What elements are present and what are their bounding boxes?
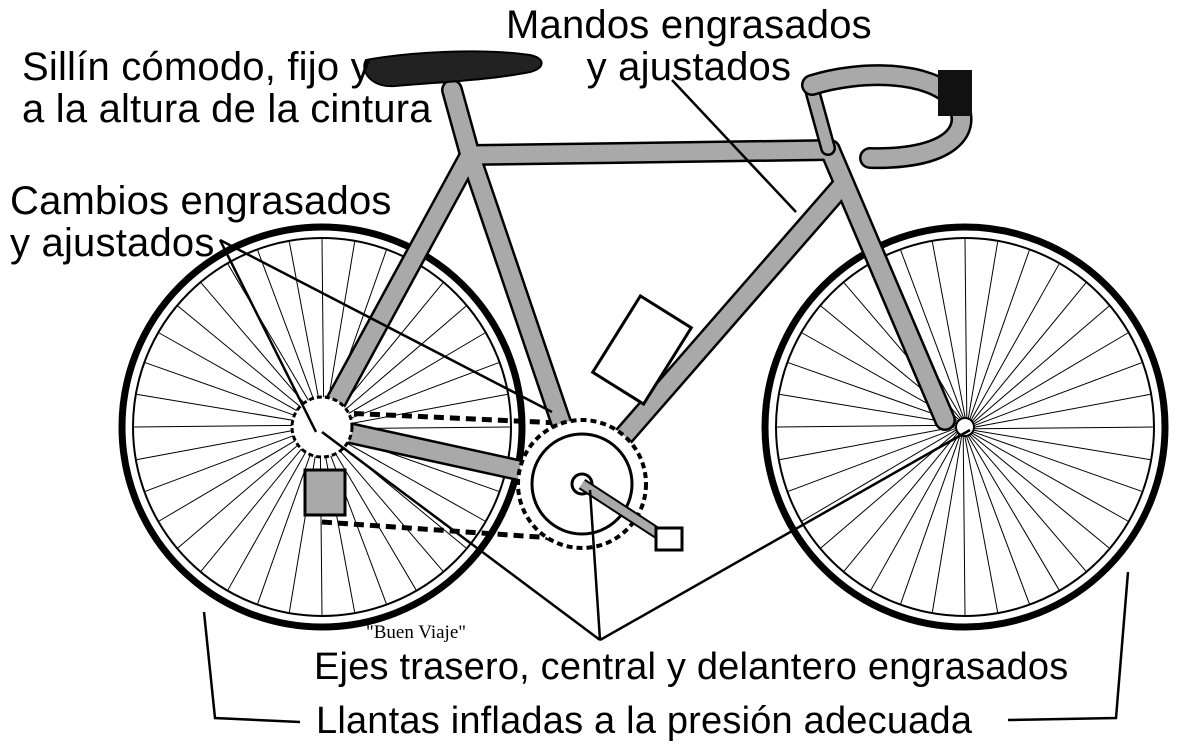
spoke [145,362,315,423]
spoke [200,432,316,572]
spoke [788,362,958,423]
spoke [321,238,325,419]
spoke [968,434,1087,572]
spoke [257,434,318,604]
spoke [177,430,315,549]
spoke [971,432,1129,522]
spoke [973,393,1151,428]
spoke [329,305,467,424]
spoke [158,429,314,522]
spoke [288,435,320,613]
axles-label: Ejes trasero, central y delantero engras… [314,646,1069,688]
spoke [973,426,1154,430]
rear-tire [118,223,526,631]
spoke [788,427,957,492]
spoke [962,435,966,616]
leader-lines [202,79,1130,724]
spoke [965,435,1030,604]
spoke [967,435,1060,591]
spoke [328,432,486,522]
controls-label-line1: Mandos engrasados [506,3,872,47]
saddle-label-line1: Sillín cómodo, fijo y [22,45,371,89]
gears-label-line2: y ajustados [10,221,215,265]
front-rim [775,237,1155,617]
spoke [330,332,486,425]
water-bottle [590,293,694,407]
spoke [964,435,999,613]
spoke [158,332,316,422]
bike-frame [311,79,956,495]
spoke [177,305,317,421]
spoke [776,424,957,428]
spoke [973,362,1142,427]
spoke [227,263,320,419]
spoke [136,393,314,425]
spoke [972,431,1142,492]
chain [321,409,583,543]
spoke [136,426,314,461]
spoke [973,429,1151,461]
saddle-label: Sillín cómodo, fijo y a la altura de la … [22,46,432,130]
gears-label: Cambios engrasados y ajustados [10,180,392,264]
spoke [971,282,1087,422]
front-wheel [761,223,1169,631]
saddle-label-line2: a la altura de la cintura [22,87,432,131]
tires-label: Llantas infladas a la presión adecuada [316,700,973,742]
spoke [843,432,959,572]
caption-label: "Buen Viaje" [366,622,467,643]
spoke [931,241,966,419]
spoke [319,435,323,616]
spoke [330,393,508,428]
saddle [363,50,543,88]
spoke [257,250,322,419]
spoke [324,435,417,591]
spoke [970,263,1060,421]
rear-rim [132,237,512,617]
spoke [972,305,1110,424]
spoke [779,426,957,461]
spoke [870,433,960,591]
spoke [288,241,323,419]
spoke [227,433,317,591]
spoke [145,427,314,492]
chainring [516,418,684,552]
spoke [973,332,1129,425]
spoke [325,434,444,572]
spoke [801,429,957,522]
rear-derailleur [290,395,354,517]
spoke [900,250,965,419]
spoke [931,435,963,613]
controls-label-line2: y ajustados [586,45,792,89]
gears-label-line1: Cambios engrasados [10,179,392,223]
spoke [322,435,387,604]
spoke [779,393,957,425]
spoke [970,433,1110,549]
front-spokes [776,238,1154,616]
spoke [969,250,1030,420]
front-tire [761,223,1169,631]
controls-label: Mandos engrasados y ajustados [506,4,872,88]
spoke [133,424,314,428]
handlebar [801,64,973,170]
spoke [964,238,968,419]
spoke [967,241,999,419]
spoke [900,434,961,604]
